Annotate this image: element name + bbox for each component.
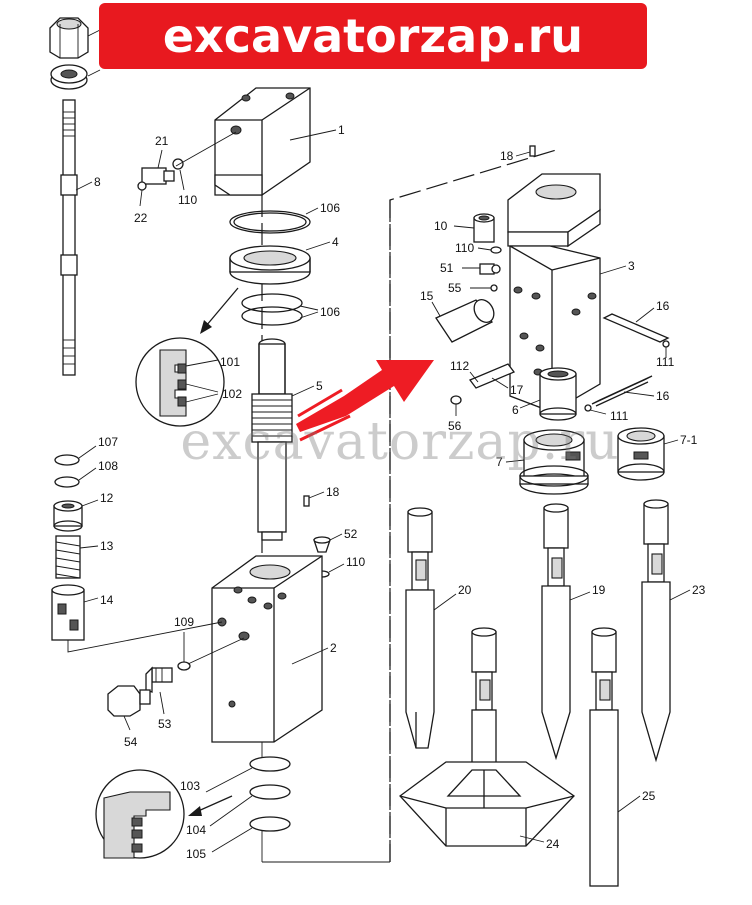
label-108: 108 (98, 459, 118, 473)
part-chisel-23-pointed (641, 499, 671, 763)
label-19: 19 (592, 583, 606, 597)
seal-detail-circle-lower (95, 769, 185, 859)
part-valve-14 (51, 584, 85, 641)
label-4: 4 (332, 235, 339, 249)
part-pin-18-left (303, 495, 310, 507)
label-3: 3 (628, 259, 635, 273)
seal-detail-circle-upper (135, 337, 225, 427)
label-112: 112 (450, 359, 469, 373)
label-55: 55 (448, 281, 462, 295)
label-16-a: 16 (656, 299, 670, 313)
label-20: 20 (458, 583, 472, 597)
part-plug-54 (107, 685, 151, 717)
part-pin-17 (468, 363, 516, 389)
part-o-ring-106-upper (229, 210, 311, 234)
label-109: 109 (174, 615, 194, 629)
label-13: 13 (100, 539, 114, 553)
part-ring-56 (450, 395, 462, 405)
part-bush-10 (473, 213, 495, 243)
part-nut (49, 17, 89, 59)
part-o-ring-107 (54, 454, 80, 466)
part-plug-55 (490, 284, 498, 292)
part-o-ring-106-pair (241, 293, 303, 326)
label-17: 17 (510, 383, 524, 397)
part-chisel-25-blunt (589, 627, 619, 887)
label-102: 102 (222, 387, 242, 401)
label-1: 1 (338, 123, 345, 137)
label-21: 21 (155, 134, 169, 148)
label-8: 8 (94, 175, 101, 189)
part-plug-52 (313, 536, 331, 553)
label-22: 22 (134, 211, 148, 225)
part-o-ring-103 (249, 756, 291, 772)
part-valve-cap-12 (53, 500, 83, 532)
part-front-bush-7 (519, 429, 589, 495)
part-seal-retainer (229, 245, 311, 285)
label-101: 101 (220, 355, 240, 369)
label-10: 10 (434, 219, 448, 233)
part-o-ring-105 (249, 816, 291, 832)
part-bush-6 (539, 367, 577, 421)
label-15: 15 (420, 289, 434, 303)
label-106-a: 106 (320, 201, 340, 215)
label-6: 6 (512, 403, 519, 417)
label-111-a: 111 (656, 355, 675, 369)
label-110-c: 110 (346, 555, 365, 569)
label-16-b: 16 (656, 389, 670, 403)
part-front-body (211, 555, 323, 743)
part-rod-16-lower (591, 375, 653, 407)
label-104: 104 (186, 823, 206, 837)
label-18-a: 18 (326, 485, 340, 499)
part-pin-15 (435, 299, 495, 343)
part-fitting-53 (145, 666, 173, 693)
label-25: 25 (642, 789, 656, 803)
label-103: 103 (180, 779, 200, 793)
part-chisel-20-wedge (405, 507, 435, 749)
label-24: 24 (546, 837, 560, 851)
red-arrow (296, 360, 434, 442)
part-bush-7-1 (617, 427, 665, 481)
label-14: 14 (100, 593, 114, 607)
part-o-ring-104 (249, 784, 291, 800)
label-7: 7 (496, 455, 503, 469)
label-56: 56 (448, 419, 462, 433)
part-washer (50, 64, 88, 90)
label-106-b: 106 (320, 305, 340, 319)
part-back-head (507, 173, 601, 413)
part-pin-18-right (529, 145, 536, 157)
label-51: 51 (440, 261, 454, 275)
label-54: 54 (124, 735, 138, 749)
label-12: 12 (100, 491, 114, 505)
label-110-b: 110 (455, 241, 474, 255)
label-7-1: 7-1 (680, 433, 698, 447)
label-111-b: 111 (610, 409, 629, 423)
part-piston (251, 338, 293, 541)
part-plug-51 (479, 263, 501, 275)
part-rod-16-upper (602, 313, 670, 343)
label-2: 2 (330, 641, 337, 655)
part-through-bolt (60, 99, 78, 376)
part-o-ring-109 (177, 661, 191, 671)
part-check-valve (141, 158, 184, 185)
part-spring-13 (55, 535, 81, 579)
label-18-b: 18 (500, 149, 514, 163)
label-23: 23 (692, 583, 706, 597)
label-53: 53 (158, 717, 172, 731)
part-tamping-plate-24 (399, 627, 575, 847)
watermark-text: excavatorzap.ru (180, 412, 620, 472)
label-5: 5 (316, 379, 323, 393)
part-chisel-19-pointed (541, 503, 571, 761)
label-52: 52 (344, 527, 358, 541)
label-105: 105 (186, 847, 206, 861)
label-110-a: 110 (178, 193, 197, 207)
part-o-ring-108 (54, 476, 80, 488)
site-banner (99, 3, 647, 69)
part-screw-22 (137, 181, 147, 191)
site-banner-text: excavatorzap.ru (162, 9, 584, 63)
label-107: 107 (98, 435, 118, 449)
part-cylinder-head (214, 87, 311, 196)
